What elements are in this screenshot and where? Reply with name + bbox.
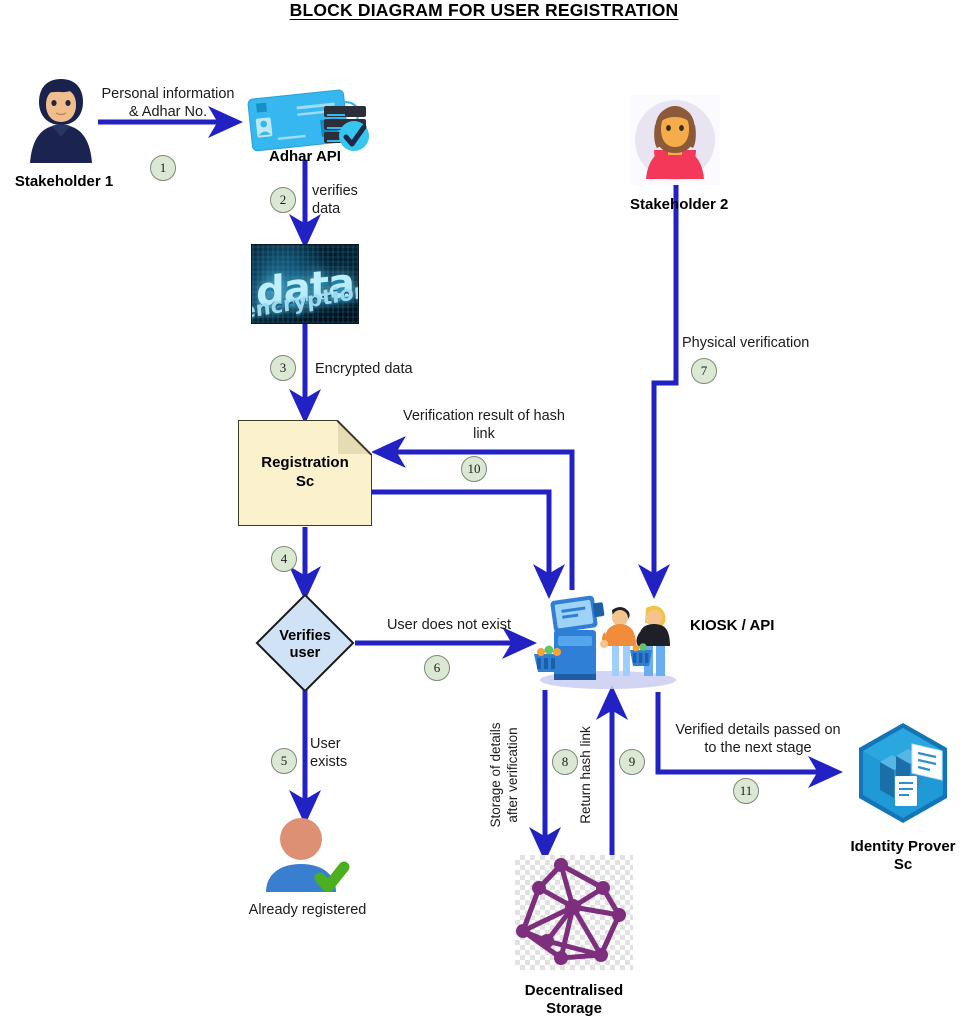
edge-11-step-badge: 11 xyxy=(733,778,759,804)
edge-7-label: Physical verification xyxy=(682,335,810,351)
stakeholder1-avatar-icon xyxy=(26,75,96,163)
edge-reg-to-kiosk-arrow xyxy=(372,489,566,600)
edge-5-step-badge: 5 xyxy=(271,748,297,774)
edge-8-step-badge: 8 xyxy=(552,749,578,775)
page-title: BLOCK DIAGRAM FOR USER REGISTRATION xyxy=(289,0,679,20)
edge-8-label: Storage of details after verification xyxy=(488,722,520,828)
edge-11-label: Verified details passed on to the next s… xyxy=(675,722,841,757)
edge-9-step-badge: 9 xyxy=(619,749,645,775)
already-registered-label: Already registered xyxy=(248,902,367,918)
edge-3-label: Encrypted data xyxy=(315,361,413,377)
already-registered-icon xyxy=(262,818,354,893)
edge-5-label: User exists xyxy=(310,736,348,771)
edge-1-label: Personal information & Adhar No. xyxy=(101,86,235,121)
kiosk-api-icon xyxy=(530,592,686,690)
edge-10-step-badge: 10 xyxy=(461,456,487,482)
identity-prover-sc-label: Identity Prover Sc xyxy=(850,838,956,873)
stakeholder2-avatar-icon xyxy=(630,95,720,185)
identity-prover-sc-icon xyxy=(850,720,956,826)
edge-4-step-badge: 4 xyxy=(271,546,297,572)
edge-2-step-badge: 2 xyxy=(270,187,296,213)
edge-3-step-badge: 3 xyxy=(270,355,296,381)
edge-7-arrow xyxy=(638,185,679,600)
stakeholder2-label: Stakeholder 2 xyxy=(630,196,729,213)
edge-6-label: User does not exist xyxy=(386,617,512,633)
decentralised-storage-icon-bg xyxy=(515,855,633,970)
edge-9-label: Return hash link xyxy=(578,726,593,824)
stakeholder1-label: Stakeholder 1 xyxy=(14,173,114,190)
verifies-user-label: Verifies user xyxy=(279,628,331,662)
decentralised-storage-label: Decentralised Storage xyxy=(524,982,624,1017)
adhar-api-icon xyxy=(244,84,370,156)
edge-6-step-badge: 6 xyxy=(424,655,450,681)
edge-7-step-badge: 7 xyxy=(691,358,717,384)
adhar-api-label: Adhar API xyxy=(269,148,341,165)
edge-10-label: Verification result of hash link xyxy=(402,408,565,443)
edge-2-label: verifies data xyxy=(312,183,358,218)
edge-1-step-badge: 1 xyxy=(150,155,176,181)
data-encryption-image: data encryption xyxy=(251,244,359,324)
kiosk-api-label: KIOSK / API xyxy=(690,617,775,634)
